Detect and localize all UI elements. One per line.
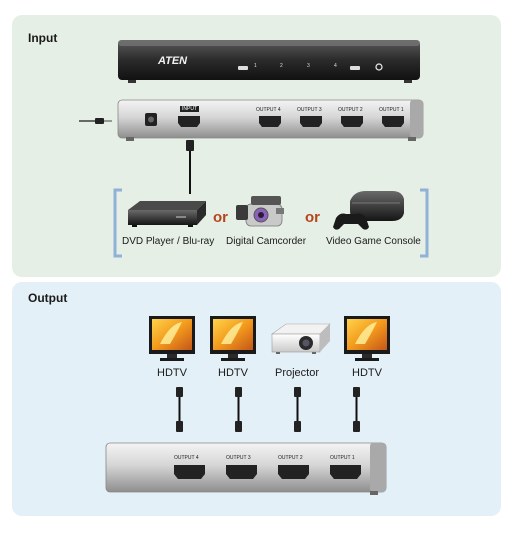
hdtv-icon (344, 316, 390, 361)
source-label-camcorder: Digital Camcorder (226, 236, 307, 247)
rear-output-label: OUTPUT 2 (338, 107, 363, 113)
output-title: Output (28, 291, 68, 305)
front-port-number: 4 (334, 63, 337, 69)
rear-output-label: OUTPUT 1 (379, 107, 404, 113)
display-label: HDTV (352, 367, 382, 379)
hdtv-icon (149, 316, 195, 361)
output-switch-rear-view (105, 442, 387, 495)
or-separator: or (305, 209, 320, 226)
rear-output-label: OUTPUT 3 (297, 107, 322, 113)
brand-logo: ATEN (158, 55, 188, 67)
display-label: HDTV (218, 367, 248, 379)
output-port-label: OUTPUT 1 (330, 455, 355, 461)
or-separator: or (213, 209, 228, 226)
front-port-number: 2 (280, 63, 283, 69)
output-hdmi-cable (353, 387, 360, 432)
power-cable (79, 118, 112, 124)
output-hdmi-cable (235, 387, 242, 432)
input-hdmi-cable (186, 140, 194, 194)
rear-input-port (178, 116, 200, 127)
rear-output-label: OUTPUT 4 (256, 107, 281, 113)
switch-front-view (118, 40, 420, 83)
display-label: HDTV (157, 367, 187, 379)
output-hdmi-cable (294, 387, 301, 432)
rear-output-port-3 (300, 116, 322, 127)
output-port-label: OUTPUT 3 (226, 455, 251, 461)
display-label: Projector (274, 367, 320, 379)
camcorder-icon (236, 196, 284, 227)
game-console-icon (333, 191, 404, 230)
input-title: Input (28, 31, 58, 45)
rear-input-label: INPUT (180, 106, 199, 112)
source-label-console: Video Game Console (326, 236, 421, 247)
source-bracket (113, 188, 429, 258)
front-port-number: 1 (254, 63, 257, 69)
front-port-number: 3 (307, 63, 310, 69)
hdtv-icon (210, 316, 256, 361)
output-hdmi-cable (176, 387, 183, 432)
rear-output-port-2 (341, 116, 363, 127)
projector-icon (271, 323, 331, 354)
output-port-label: OUTPUT 4 (174, 455, 199, 461)
dvd-player-icon (128, 201, 206, 227)
rear-output-port-4 (259, 116, 281, 127)
source-label-dvd: DVD Player / Blu-ray (122, 236, 215, 247)
switch-rear-view (117, 99, 424, 141)
rear-output-port-1 (382, 116, 404, 127)
output-port-label: OUTPUT 2 (278, 455, 303, 461)
